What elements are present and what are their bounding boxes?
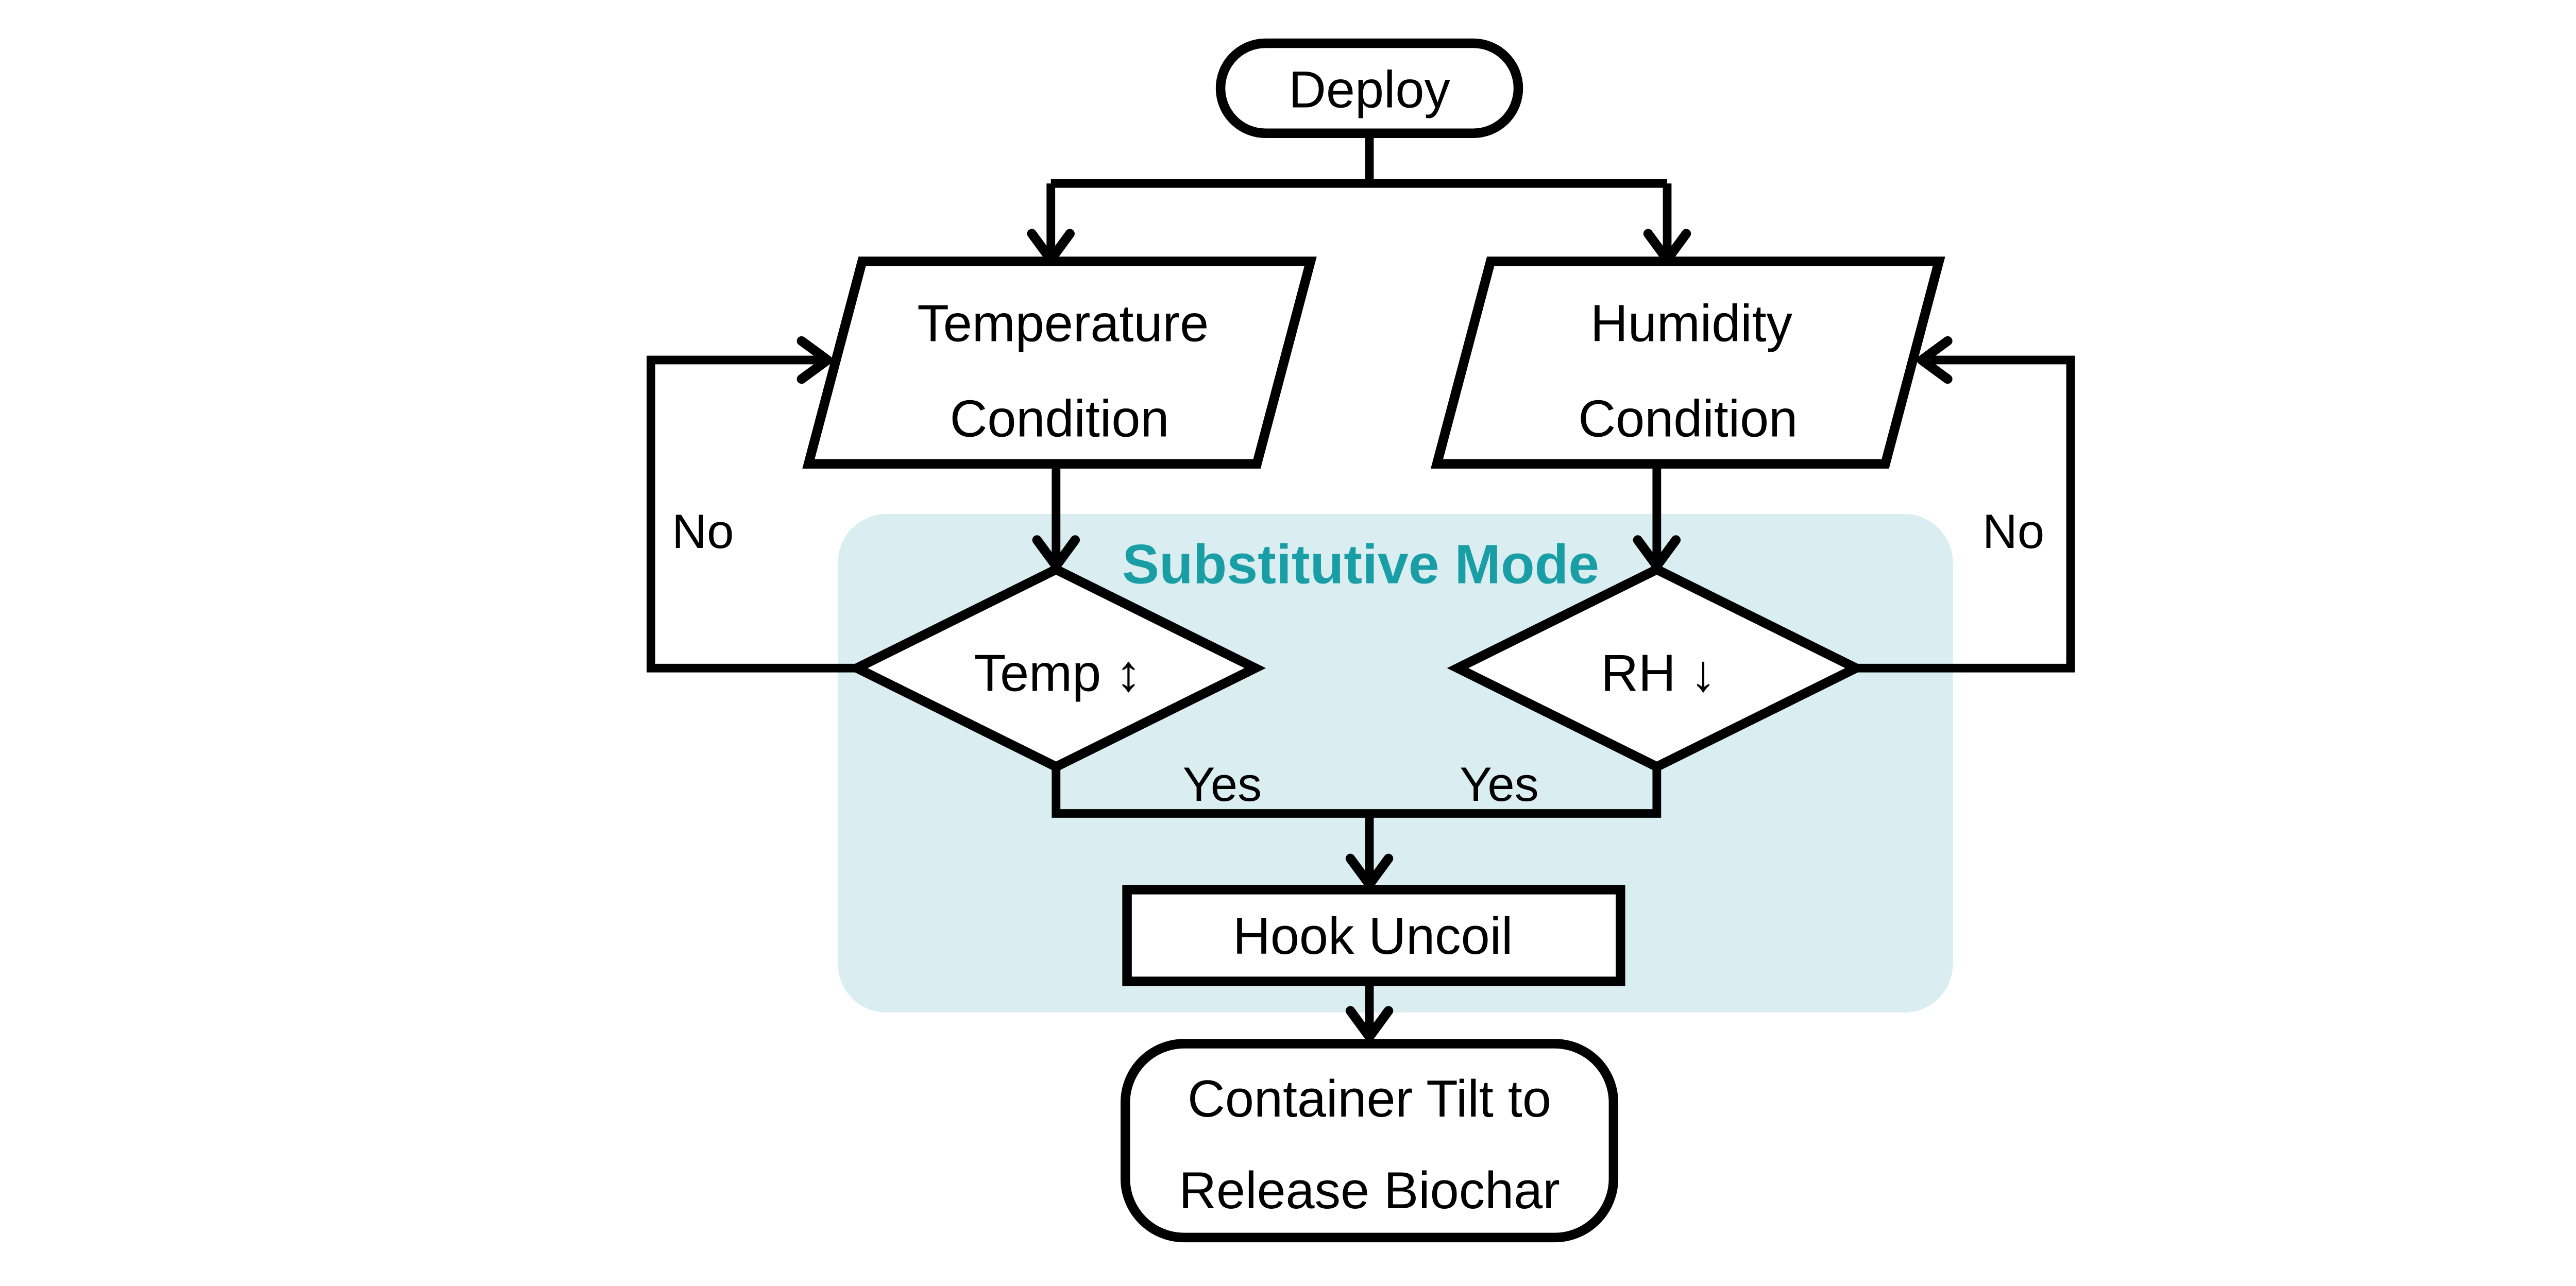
humidity-condition-shape <box>1431 256 1945 469</box>
humidity-condition-label-line2: Condition <box>1578 390 1798 448</box>
edge-no-loop-right <box>1856 355 2075 673</box>
deploy-node-shape <box>1215 38 1523 139</box>
container-tilt-label-line1: Container Tilt to <box>1188 1070 1551 1128</box>
rh-decision-shape <box>1447 564 1867 773</box>
hook-uncoil-label: Hook Uncoil <box>1233 907 1513 965</box>
yes-label-left: Yes <box>1183 757 1262 811</box>
temp-decision-label: Temp ↕ <box>974 644 1142 702</box>
temp-decision-shape <box>846 564 1266 773</box>
no-label-left: No <box>672 504 734 558</box>
no-label-right: No <box>1982 504 2044 558</box>
container-tilt-shape <box>1120 1039 1619 1243</box>
arrowhead-into-hook-uncoil <box>1345 853 1394 889</box>
rh-decision-label: RH ↓ <box>1601 644 1716 702</box>
edge-no-loop-left <box>647 355 857 673</box>
yes-label-right: Yes <box>1460 757 1538 811</box>
arrowhead-no-left <box>796 336 833 384</box>
edge-yes-join <box>1052 766 1662 818</box>
temperature-condition-shape <box>802 256 1317 469</box>
hook-uncoil-shape <box>1122 885 1625 986</box>
temperature-condition-label-line2: Condition <box>950 390 1170 448</box>
container-tilt-label-line2: Release Biochar <box>1179 1162 1560 1220</box>
substitutive-mode-label: Substitutive Mode <box>1122 534 1599 595</box>
arrowhead-no-right <box>1917 336 1953 384</box>
deploy-label: Deploy <box>1289 61 1450 119</box>
arrowhead-into-container <box>1345 1006 1394 1042</box>
humidity-condition-label-line1: Humidity <box>1590 295 1793 352</box>
temperature-condition-label-line1: Temperature <box>917 295 1209 352</box>
